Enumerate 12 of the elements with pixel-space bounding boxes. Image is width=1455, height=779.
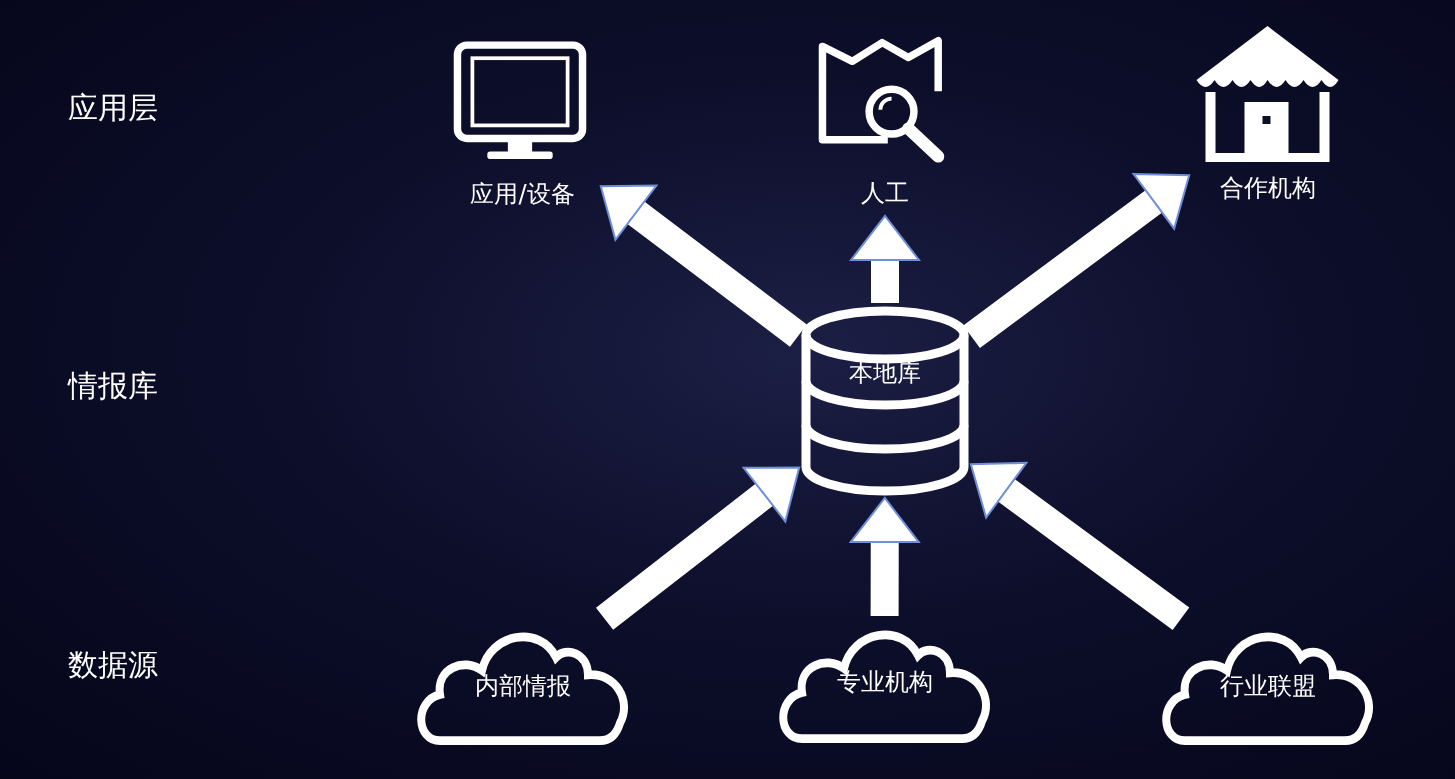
node-label: 本地库 [848,358,922,389]
node-label: 行业联盟 [1218,671,1317,702]
node-label: 人工 [860,178,910,209]
node-label: 合作机构 [1218,173,1317,204]
node-label: 内部情报 [473,671,572,702]
layer-label: 数据源 [68,646,158,684]
arrow [850,215,920,303]
node-label: 专业机构 [835,667,934,698]
node-label: 应用/设备 [469,179,576,210]
layer-label: 情报库 [68,367,158,405]
layer-label: 应用层 [68,89,158,127]
arrow [849,497,920,616]
